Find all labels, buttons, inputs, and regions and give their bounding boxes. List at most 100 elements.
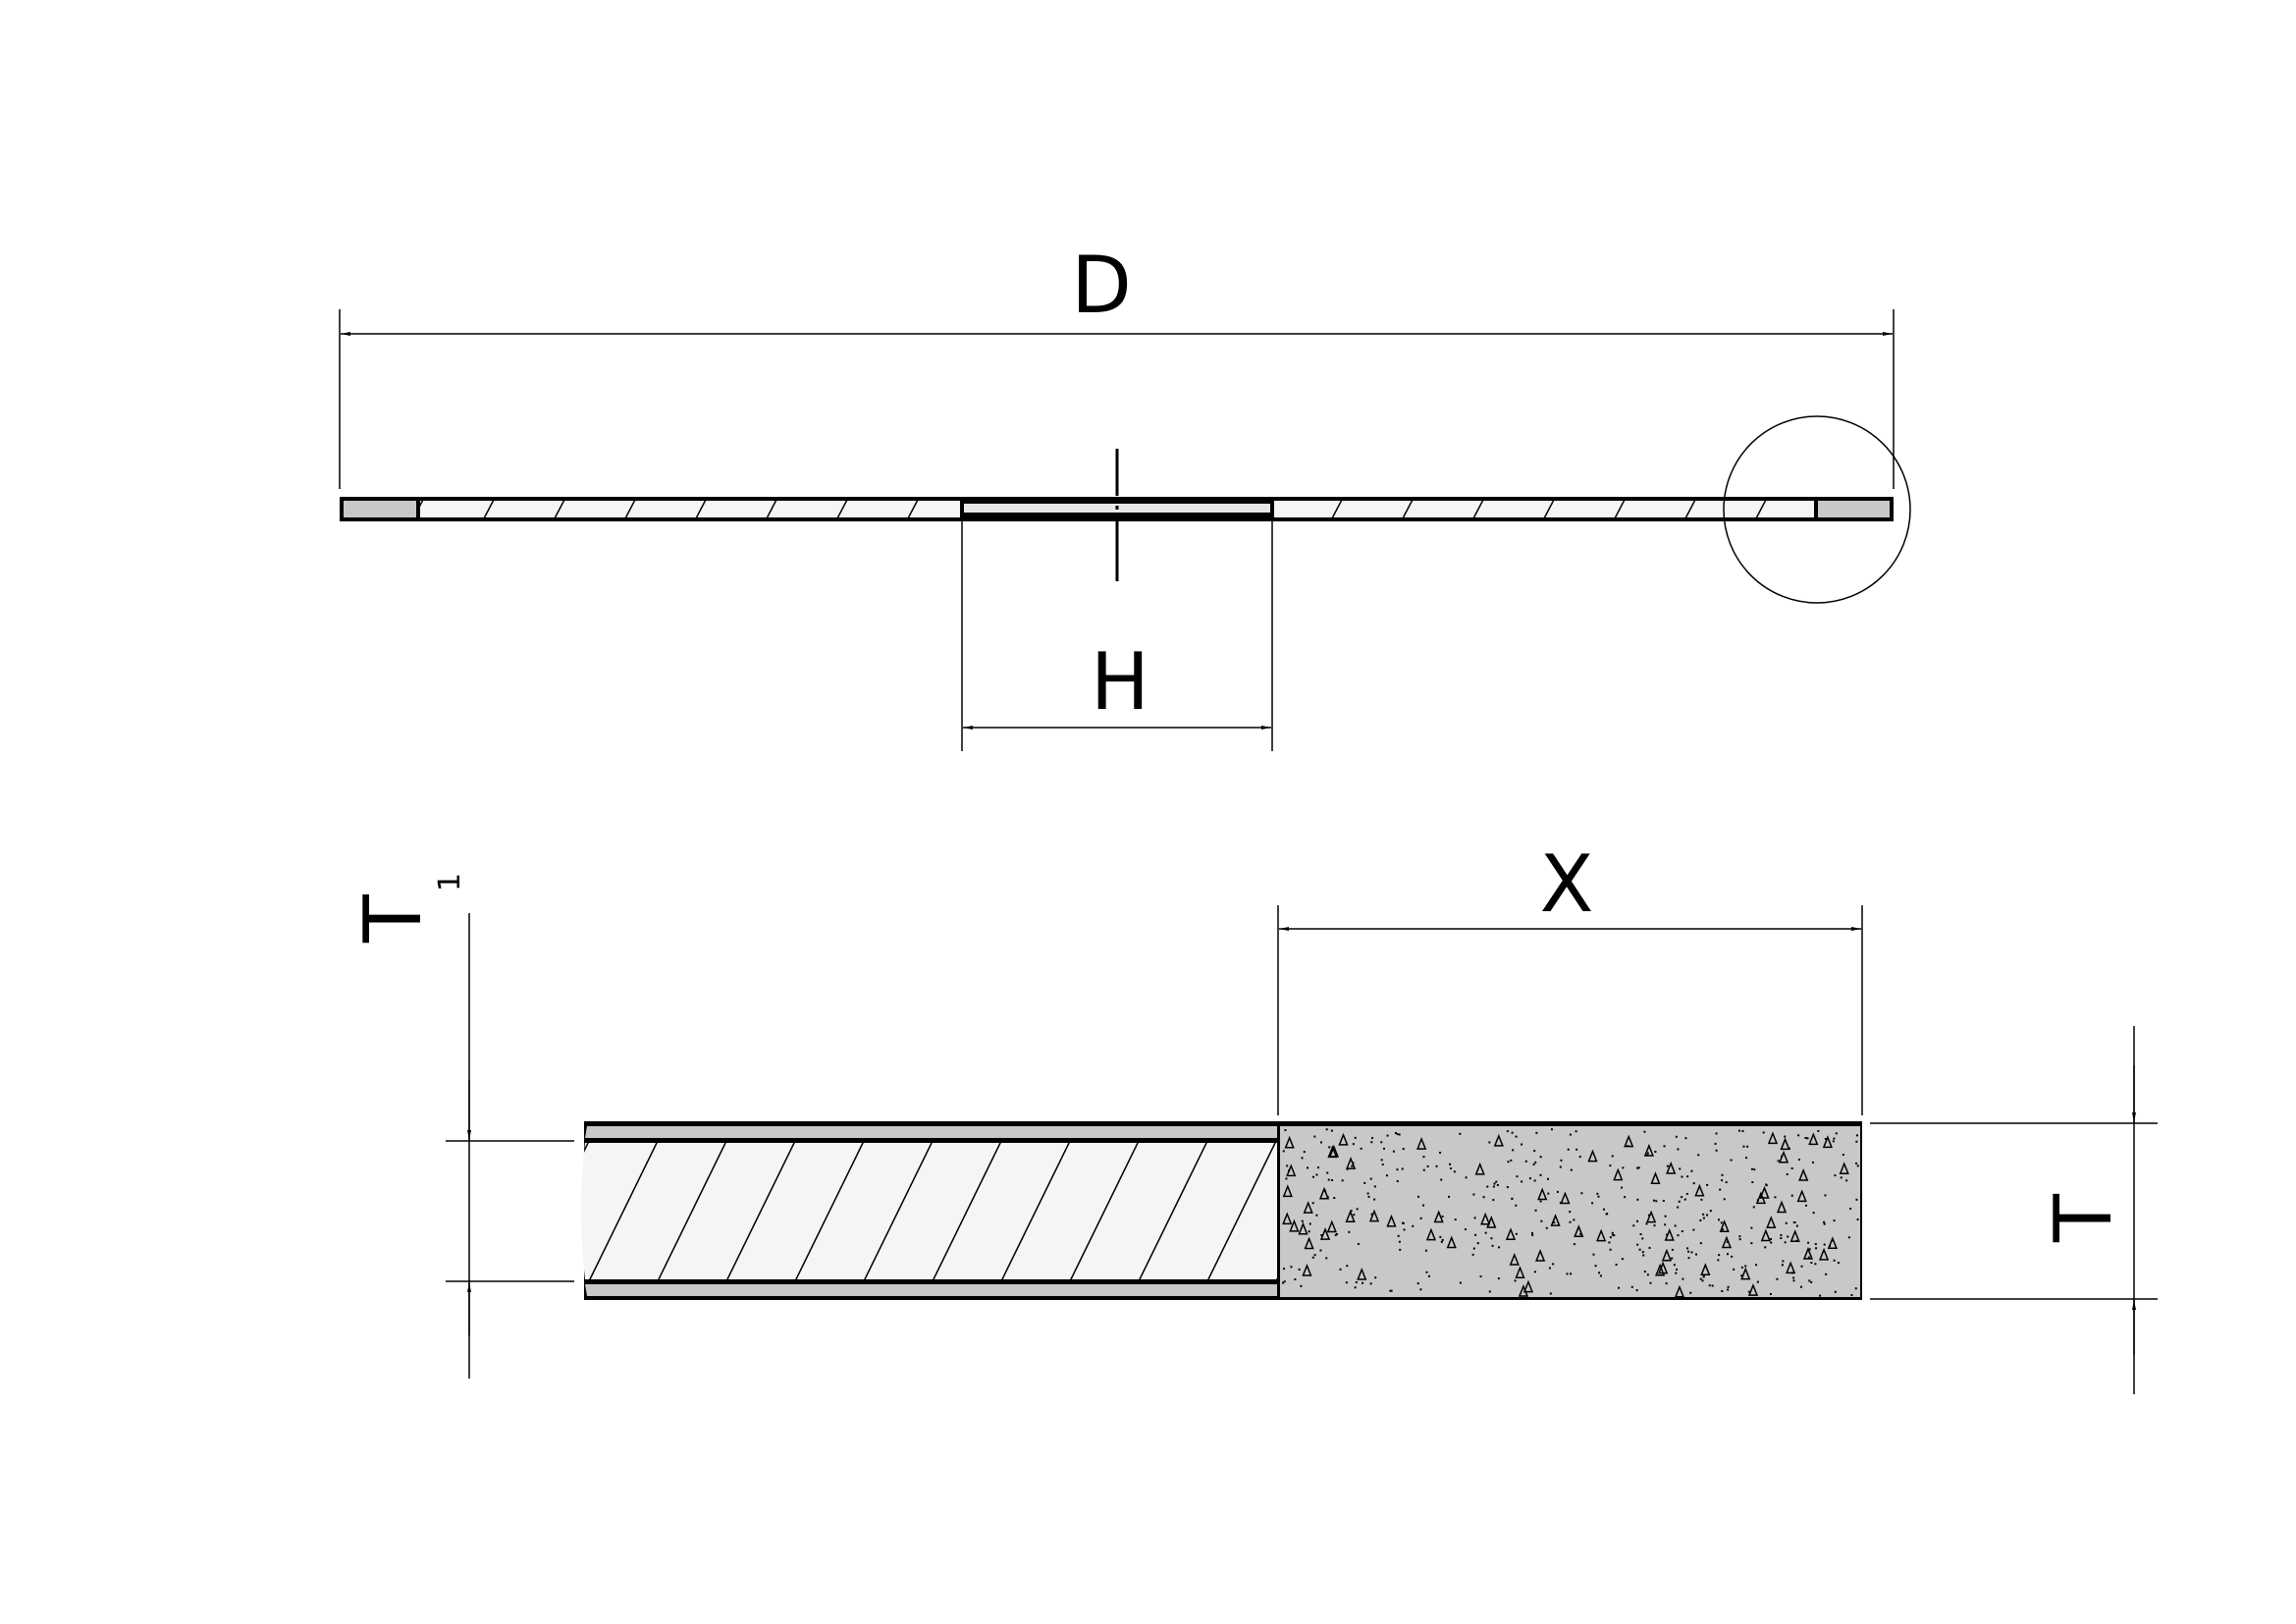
- grain-dot: [1737, 1129, 1740, 1132]
- grain-triangle: [1505, 1227, 1517, 1240]
- grain-dot: [1570, 1168, 1573, 1171]
- grain-dot: [1665, 1282, 1668, 1285]
- grain-dot: [1440, 1240, 1443, 1243]
- grain-dot: [1690, 1251, 1693, 1254]
- grain-dot: [1482, 1196, 1485, 1199]
- grain-dot: [1774, 1196, 1777, 1199]
- grain-dot: [1598, 1272, 1601, 1274]
- dimension-t1-label: T: [347, 893, 439, 944]
- grain-dot: [1559, 1165, 1562, 1168]
- grain-triangle: [1655, 1263, 1666, 1276]
- grain-dot: [1721, 1173, 1724, 1176]
- grain-dot: [1545, 1226, 1548, 1229]
- grain-dot: [1635, 1289, 1638, 1292]
- grain-triangle: [1574, 1224, 1584, 1238]
- grain-triangle: [1425, 1227, 1437, 1241]
- grain-dot: [1685, 1192, 1688, 1195]
- grain-dot: [1636, 1198, 1639, 1201]
- grain-dot: [1300, 1284, 1303, 1287]
- grain-dot: [1615, 1264, 1618, 1267]
- grain-triangle: [1808, 1132, 1819, 1146]
- grain-dot: [1730, 1159, 1733, 1162]
- grain-dot: [1807, 1256, 1810, 1259]
- grain-dot: [1510, 1159, 1513, 1162]
- grain-dot: [1534, 1209, 1537, 1212]
- grain-dot: [1642, 1254, 1645, 1257]
- grain-dot: [1399, 1248, 1402, 1251]
- grain-triangle: [1789, 1229, 1800, 1242]
- grain-dot: [1702, 1274, 1705, 1277]
- grain-dot: [1381, 1164, 1384, 1166]
- grain-dot: [1699, 1242, 1702, 1245]
- grain-dot: [1706, 1214, 1709, 1217]
- grain-dot: [1507, 1161, 1510, 1164]
- grain-dot: [1722, 1228, 1725, 1231]
- grain-dot: [1824, 1194, 1827, 1197]
- grain-dot: [1727, 1285, 1730, 1288]
- grain-triangle: [1298, 1221, 1308, 1235]
- grain-dot: [1681, 1230, 1683, 1233]
- grain-triangle: [1767, 1131, 1779, 1145]
- grain-triangle: [1839, 1162, 1849, 1175]
- grain-dot: [1298, 1268, 1301, 1271]
- grain-dot: [1699, 1277, 1702, 1280]
- steel-core-hatch: [581, 1143, 1277, 1279]
- grain-dot: [1417, 1195, 1420, 1198]
- grain-dot: [1769, 1293, 1772, 1296]
- grain-dot: [1398, 1133, 1401, 1136]
- grain-dot: [1282, 1268, 1285, 1271]
- grain-dot: [1476, 1242, 1479, 1245]
- grain-dot: [1832, 1140, 1835, 1143]
- grain-dot: [1637, 1166, 1640, 1169]
- grain-dot: [1386, 1134, 1389, 1137]
- grain-dot: [1303, 1151, 1306, 1154]
- grain-dot: [1756, 1280, 1759, 1283]
- core-layer-top: [585, 1126, 1277, 1138]
- grain-triangle: [1596, 1228, 1607, 1242]
- grain-dot: [1492, 1199, 1495, 1202]
- grain-triangle: [1534, 1249, 1546, 1262]
- core-right-hatch: [1274, 501, 1814, 517]
- grain-triangle: [1694, 1183, 1705, 1197]
- grain-dot: [1416, 1282, 1419, 1285]
- grain-dot: [1320, 1141, 1323, 1144]
- grain-dot: [1398, 1240, 1401, 1243]
- grain-dot: [1805, 1204, 1808, 1207]
- grain-triangle: [1357, 1267, 1367, 1280]
- grain-dot: [1396, 1133, 1399, 1136]
- grain-dot: [1326, 1171, 1329, 1174]
- grain-dot: [1648, 1246, 1651, 1249]
- grain-dot: [1652, 1199, 1655, 1202]
- grain-dot: [1350, 1210, 1353, 1213]
- grain-dot: [1439, 1235, 1442, 1238]
- grain-dot: [1327, 1178, 1330, 1181]
- grain-dot: [1784, 1241, 1787, 1244]
- grain-dot: [1750, 1242, 1753, 1245]
- grain-dot: [1596, 1192, 1599, 1195]
- grain-dot: [1575, 1130, 1577, 1133]
- grain-triangle: [1550, 1214, 1561, 1226]
- grain-dot: [1515, 1204, 1518, 1207]
- grain-dot: [1702, 1275, 1705, 1278]
- grain-dot: [1726, 1240, 1729, 1243]
- abrasive-rim-left: [344, 501, 416, 517]
- grain-dot: [1677, 1234, 1680, 1237]
- grain-dot: [1819, 1294, 1822, 1297]
- grain-dot: [1412, 1224, 1415, 1227]
- grain-triangle: [1537, 1187, 1548, 1201]
- grain-dot: [1362, 1281, 1364, 1284]
- grain-dot: [1334, 1233, 1337, 1236]
- disk-side-view: [340, 449, 1894, 581]
- grain-triangle: [1664, 1227, 1675, 1241]
- grain-dot: [1348, 1230, 1351, 1233]
- detail-section: [581, 1121, 1862, 1300]
- dimension-t1-subscript: 1: [433, 873, 467, 892]
- grain-dot: [1464, 1228, 1467, 1231]
- grain-dot: [1453, 1170, 1456, 1173]
- grain-dot: [1341, 1179, 1344, 1182]
- grain-dot: [1335, 1232, 1338, 1235]
- grain-dot: [1311, 1256, 1314, 1259]
- grain-dot: [1715, 1132, 1718, 1135]
- grain-dot: [1506, 1186, 1509, 1189]
- grain-triangle: [1624, 1134, 1634, 1148]
